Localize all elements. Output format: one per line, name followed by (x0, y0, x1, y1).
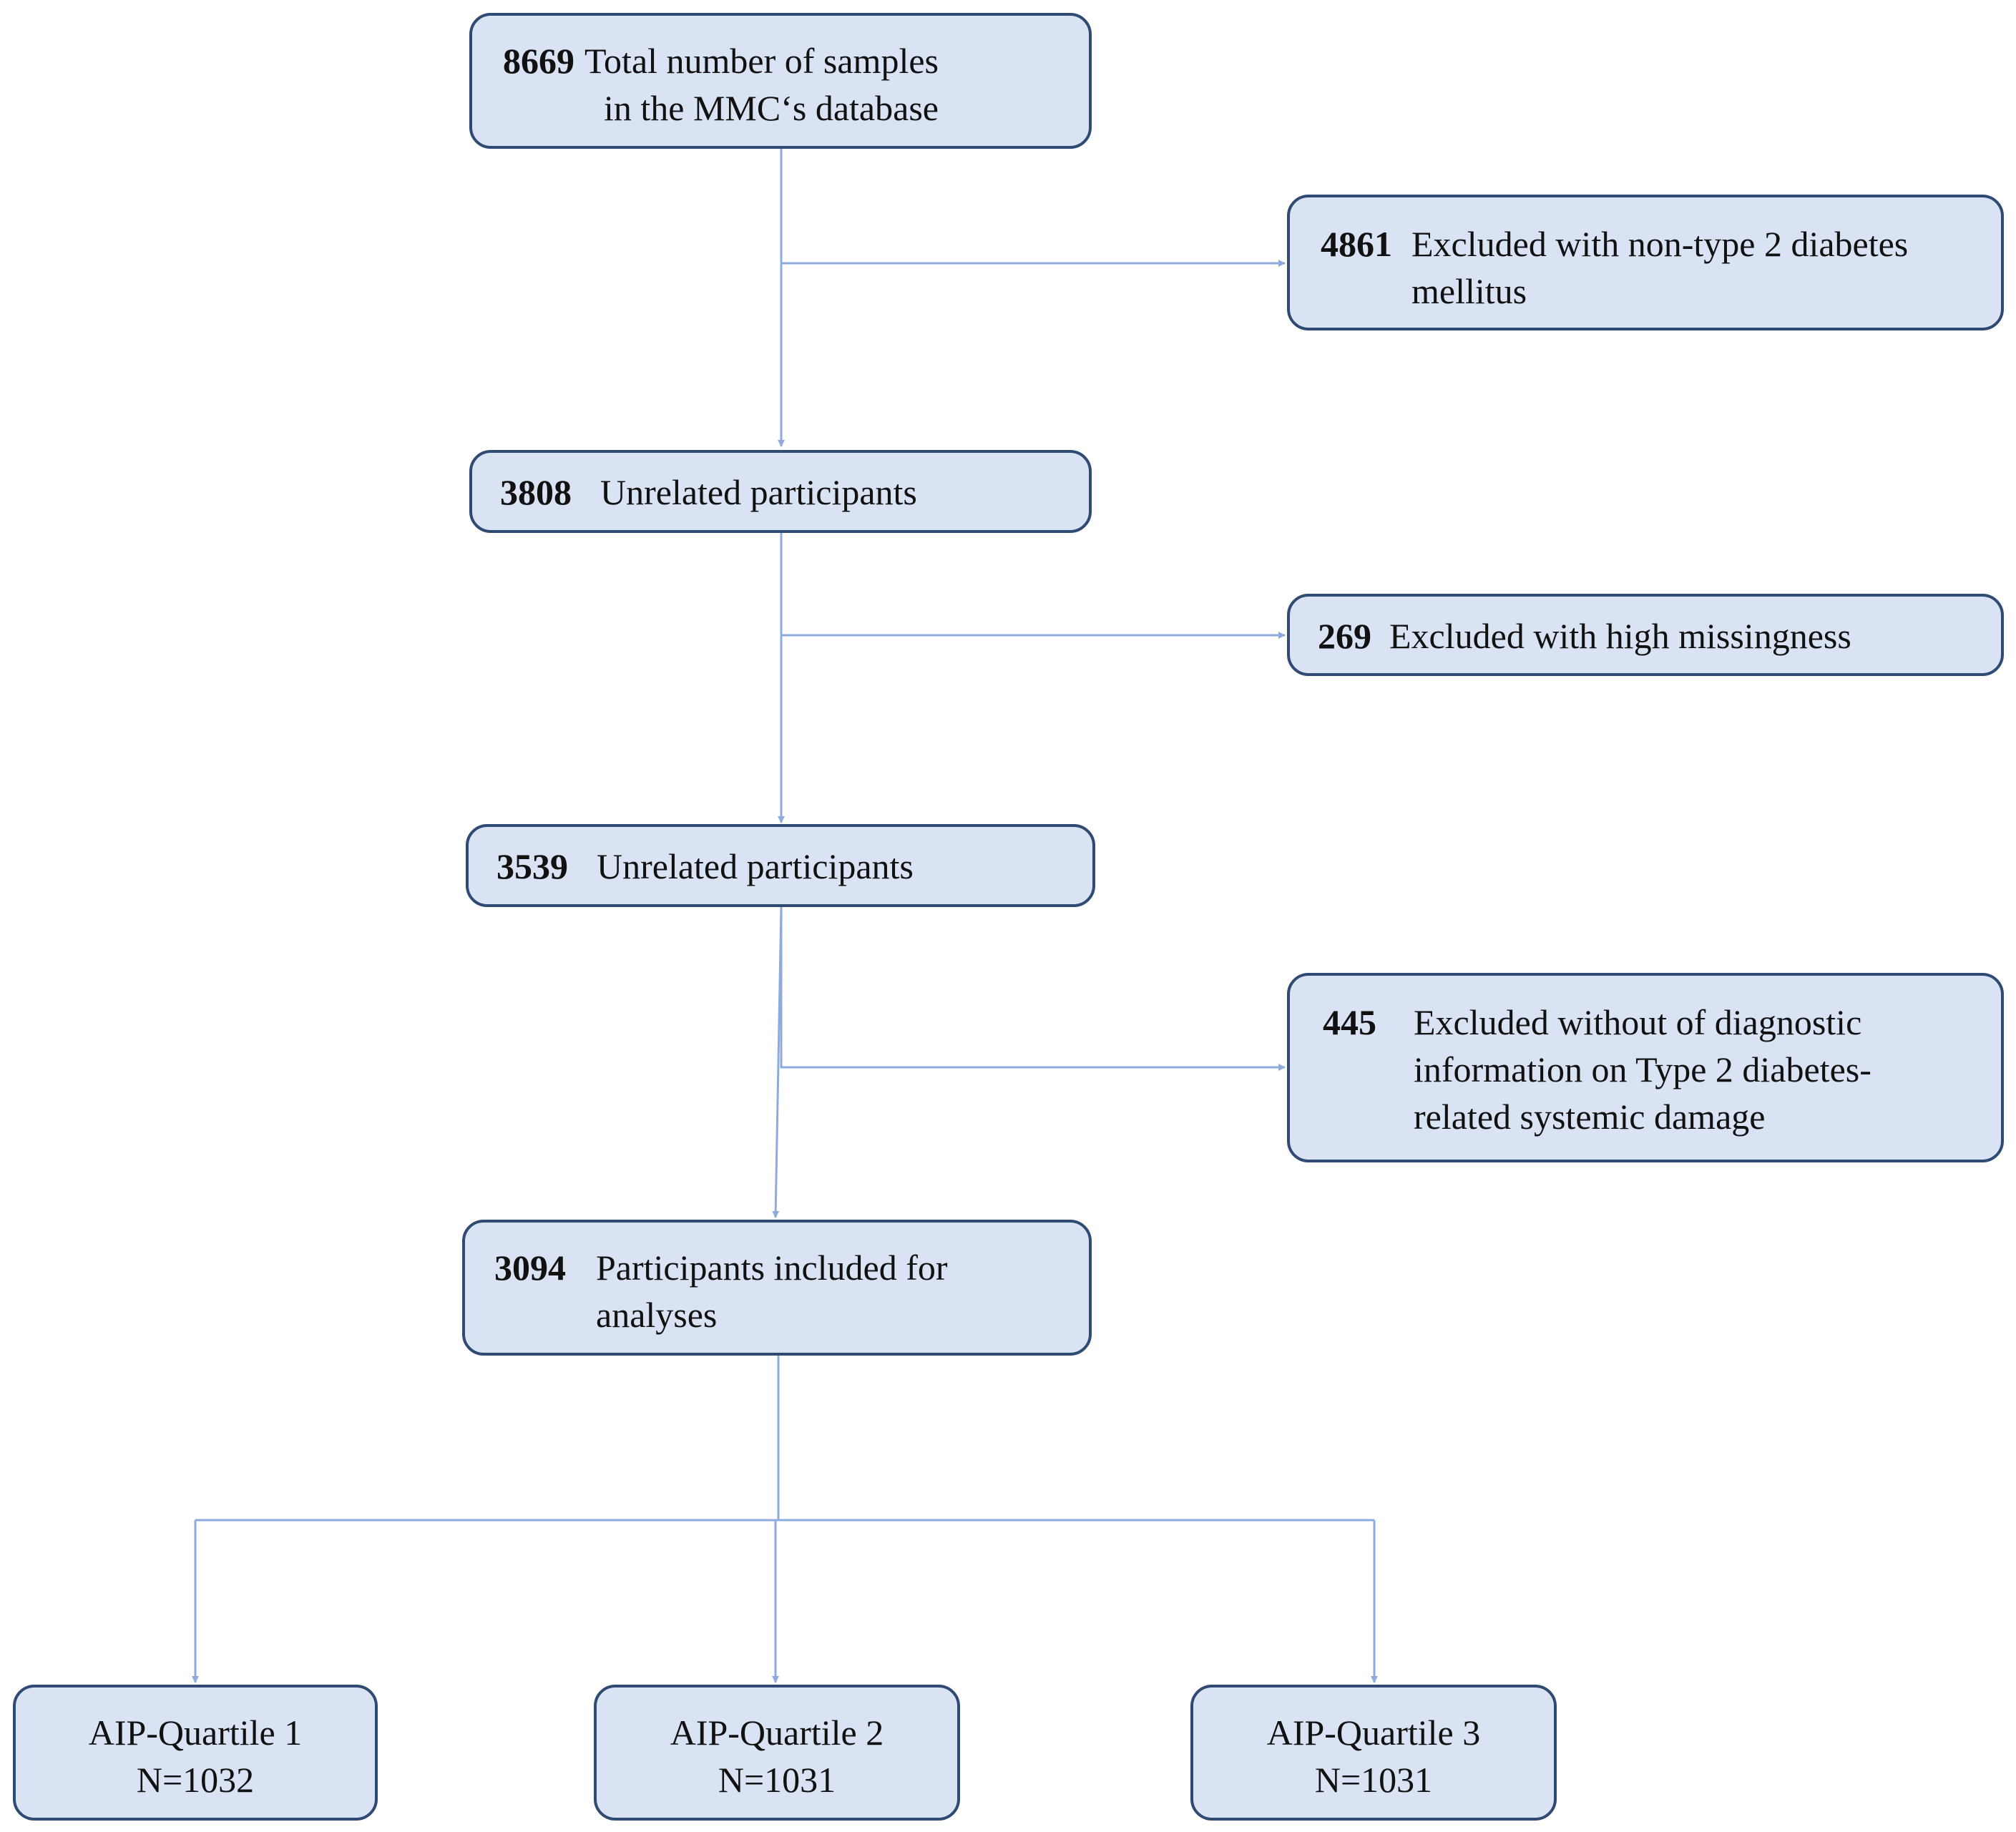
quartile-3-label: AIP-Quartile 3 (1266, 1713, 1481, 1753)
quartile-1-count: N=1032 (136, 1760, 255, 1800)
exclusion-1-box: 4861 Excluded with non-type 2 diabetes m… (1287, 195, 2004, 330)
total-samples-line2: in the MMC‘s database (604, 88, 939, 128)
exclusion-1-text: Excluded with non-type 2 diabetes mellit… (1411, 224, 1909, 311)
included-participants-count: 3094 (494, 1248, 566, 1288)
exclusion-1-count: 4861 (1321, 224, 1392, 264)
exclusion-3-text: Excluded without of diagnostic informati… (1414, 1002, 1871, 1137)
quartile-3-box: AIP-Quartile 3 N=1031 (1190, 1685, 1557, 1821)
unrelated-participants-2-count: 3539 (496, 846, 568, 886)
arrow-to-exclusion-3 (780, 907, 1286, 1071)
unrelated-participants-2-box: 3539 Unrelated participants (466, 824, 1095, 907)
exclusion-3-count: 445 (1323, 1002, 1376, 1042)
quartile-3-count: N=1031 (1314, 1760, 1433, 1800)
unrelated-participants-2-text: Unrelated participants (597, 846, 914, 886)
total-samples-box: 8669 Total number of samples in the MMC‘… (469, 13, 1092, 149)
exclusion-2-count: 269 (1318, 616, 1371, 656)
exclusion-2-text: Excluded with high missingness (1389, 616, 1851, 656)
unrelated-participants-1-box: 3808 Unrelated participants (469, 450, 1092, 533)
exclusion-2-box: 269 Excluded with high missingness (1287, 594, 2004, 676)
exclusion-3-box: 445 Excluded without of diagnostic infor… (1287, 973, 2004, 1162)
included-participants-box: 3094 Participants included for analyses (462, 1220, 1092, 1356)
included-participants-text: Participants included for analyses (596, 1248, 948, 1335)
quartile-1-label: AIP-Quartile 1 (88, 1713, 303, 1753)
quartile-2-count: N=1031 (718, 1760, 836, 1800)
total-samples-count: 8669 (503, 41, 574, 81)
unrelated-participants-1-text: Unrelated participants (600, 472, 917, 512)
total-samples-line1: Total number of samples (584, 41, 939, 81)
quartile-2-box: AIP-Quartile 2 N=1031 (594, 1685, 960, 1821)
unrelated-participants-1-count: 3808 (500, 472, 572, 512)
quartile-2-label: AIP-Quartile 2 (670, 1713, 884, 1753)
quartile-1-box: AIP-Quartile 1 N=1032 (13, 1685, 378, 1821)
